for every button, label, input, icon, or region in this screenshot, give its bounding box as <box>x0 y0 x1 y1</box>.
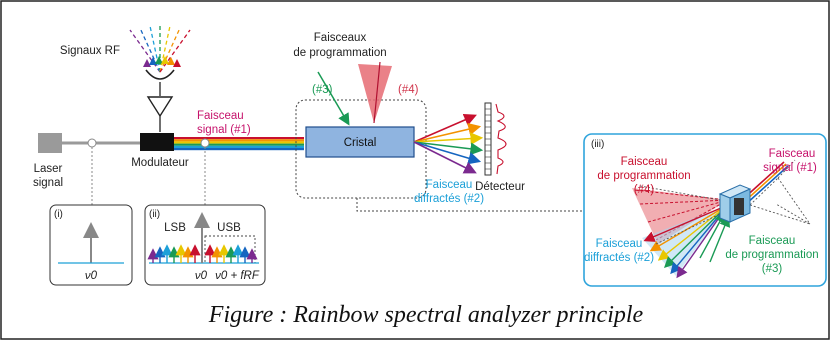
panel-i-frequency-label: ν0 <box>85 270 98 282</box>
panel-ii-usb-label: USB <box>217 222 241 234</box>
laser-label-line1: Laser <box>34 163 63 175</box>
panel-ii-shifted-frequency-label: ν0 + fRF <box>215 270 260 282</box>
antenna-dish-icon <box>145 69 175 80</box>
panel-ii-tag: (ii) <box>149 209 160 220</box>
beam-4-tag: (#4) <box>398 84 419 96</box>
programming-beam-4-fan <box>358 64 392 123</box>
panel-iii-prog3-rays <box>699 211 731 263</box>
panel-iii-signal-label-line1: Faisceau <box>769 148 816 160</box>
panel-i-tag: (i) <box>54 209 63 220</box>
laser-label-line2: signal <box>33 177 63 189</box>
signal-beam-label-line2: signal (#1) <box>197 124 251 136</box>
panel-iii-prog4-fan <box>632 188 728 244</box>
panel-iii-prog4-label-line2: de programmation <box>597 170 690 182</box>
panel-iii-tag: (iii) <box>591 139 604 150</box>
tap-point-modulated <box>200 138 210 148</box>
detector-label: Détecteur <box>475 181 525 193</box>
crystal-region-dotted-box <box>295 99 427 199</box>
programming-beams-label-line1: Faisceaux <box>314 32 367 44</box>
panel-ii-frequency-label: ν0 <box>195 270 208 282</box>
panel-iii-prog4-label-line3: (#4) <box>634 184 655 196</box>
detector-signal-trace <box>495 103 507 175</box>
diffracted-label-line1: Faisceau <box>426 179 473 191</box>
figure-caption: Figure : Rainbow spectral analyzer princ… <box>208 302 644 328</box>
beam-3-tag: (#3) <box>312 84 333 96</box>
diffracted-beams <box>413 113 484 174</box>
panel-iii-prog3-label-line2: de programmation <box>725 249 818 261</box>
panel-iii-crystal-cube <box>718 184 752 223</box>
modulator-box <box>140 133 174 151</box>
diffracted-label-line2: diffractés (#2) <box>414 193 484 205</box>
crystal-box <box>305 126 415 158</box>
rf-signals-label: Signaux RF <box>60 45 120 57</box>
rf-arrowheads <box>143 56 181 67</box>
panel-iii-prog3-label-line1: Faisceau <box>749 235 796 247</box>
programming-beams-label-line2: de programmation <box>293 47 386 59</box>
connector-to-panel-iii <box>356 198 584 212</box>
signal-beam-label-line1: Faisceau <box>197 110 244 122</box>
detector-pixels <box>485 108 491 170</box>
laser-box <box>38 133 62 153</box>
panel-iii-perspective-lines <box>639 159 811 245</box>
panel-iii-signal-label-line2: signal (#1) <box>763 162 817 174</box>
tap-point-laser <box>87 138 97 148</box>
crystal-label: Cristal <box>344 137 377 149</box>
modulator-label: Modulateur <box>131 157 189 169</box>
signal-beam-rainbow <box>174 137 304 151</box>
rf-fan <box>129 25 191 73</box>
panel-iii-prog3-label-line3: (#3) <box>762 263 783 275</box>
panel-ii-spectral-lines <box>147 212 258 263</box>
panel-iii-diffracted-label-line2: diffractés (#2) <box>584 252 654 264</box>
panel-iii-diffracted-label-line1: Faisceau <box>596 238 643 250</box>
panel-iii-prog4-label-line1: Faisceau <box>621 156 668 168</box>
programming-beam-3 <box>317 71 350 126</box>
amplifier-icon <box>146 96 174 118</box>
programming-beam-4-center <box>373 61 381 124</box>
panel-ii-lsb-label: LSB <box>164 222 186 234</box>
